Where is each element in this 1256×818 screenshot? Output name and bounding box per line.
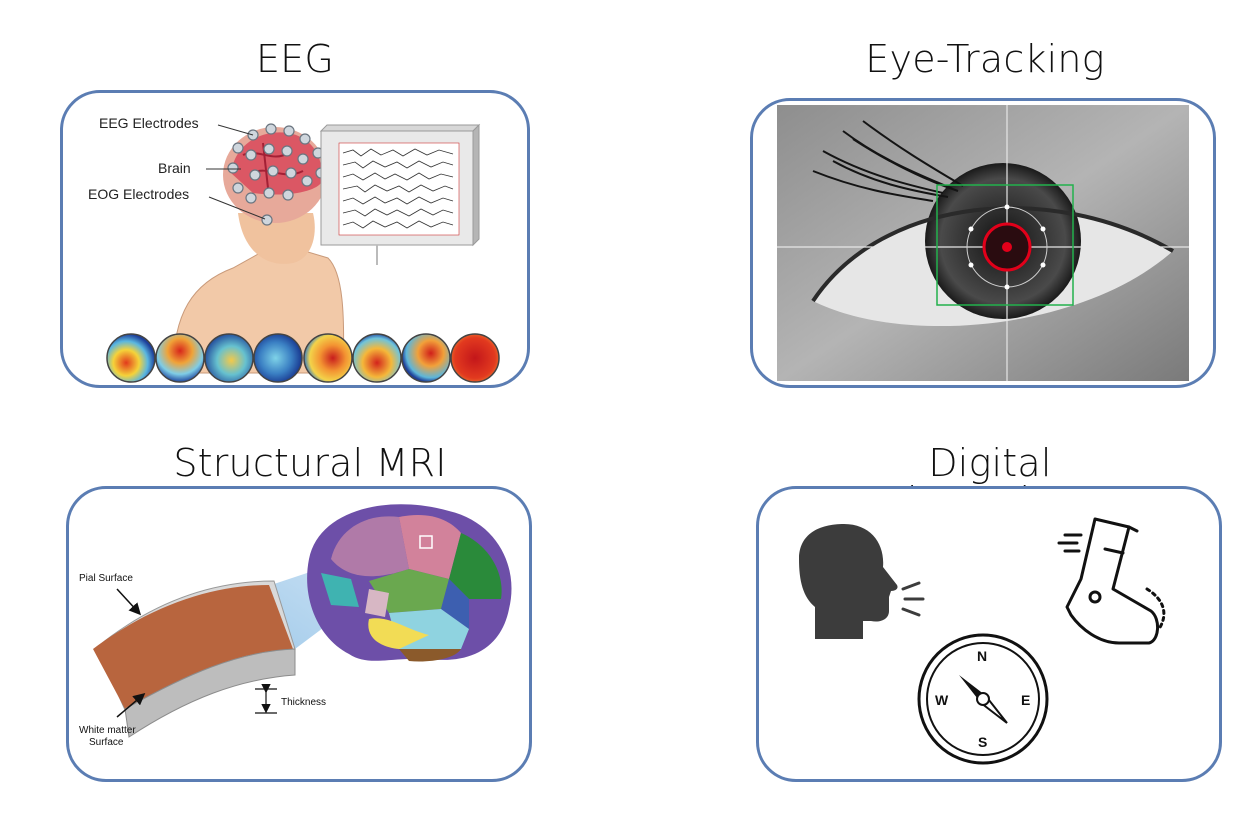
speaking-head-icon bbox=[799, 524, 925, 639]
compass-west: W bbox=[935, 692, 949, 708]
eye-tracking-panel bbox=[750, 98, 1216, 388]
tracking-box bbox=[936, 184, 1074, 306]
eye-tracking-title: Eye-Tracking bbox=[865, 37, 1105, 81]
compass-east: E bbox=[1021, 692, 1030, 708]
eeg-electrodes-label: EEG Electrodes bbox=[99, 115, 199, 131]
compass-icon: N E S W bbox=[917, 633, 1049, 765]
structural-mri-title: Structural MRI bbox=[173, 441, 447, 485]
digital-biomarkers-panel: N E S W bbox=[756, 486, 1222, 782]
eeg-illustration: EEG Electrodes Brain EOG Electrodes bbox=[88, 115, 500, 383]
white-matter-surface-label: Surface bbox=[89, 737, 124, 748]
white-matter-label: White matter bbox=[79, 725, 136, 736]
thickness-indicator bbox=[255, 683, 277, 714]
cortex-slab bbox=[93, 585, 293, 709]
eog-electrodes-label: EOG Electrodes bbox=[88, 186, 189, 202]
tracking-points bbox=[968, 204, 1046, 290]
eeg-topographic-maps bbox=[106, 333, 500, 383]
eeg-panel: EEG Electrodes Brain EOG Electrodes bbox=[60, 90, 530, 388]
eyelashes bbox=[812, 120, 964, 202]
mri-illustration: Pial Surface White matter Surface Thickn… bbox=[79, 504, 512, 748]
running-shoe-icon bbox=[1057, 517, 1166, 645]
eye-tracking-illustration bbox=[777, 105, 1189, 381]
compass-north: N bbox=[977, 648, 987, 664]
compass-south: S bbox=[978, 734, 987, 750]
eeg-monitor bbox=[319, 123, 481, 265]
pial-surface-label: Pial Surface bbox=[79, 573, 133, 584]
thickness-label: Thickness bbox=[281, 697, 326, 708]
eeg-title: EEG bbox=[255, 37, 335, 81]
brain-parcellation bbox=[307, 504, 512, 662]
structural-mri-panel: Pial Surface White matter Surface Thickn… bbox=[66, 486, 532, 782]
brain-label: Brain bbox=[158, 160, 191, 176]
biomarkers-illustration: N E S W bbox=[799, 517, 1166, 765]
